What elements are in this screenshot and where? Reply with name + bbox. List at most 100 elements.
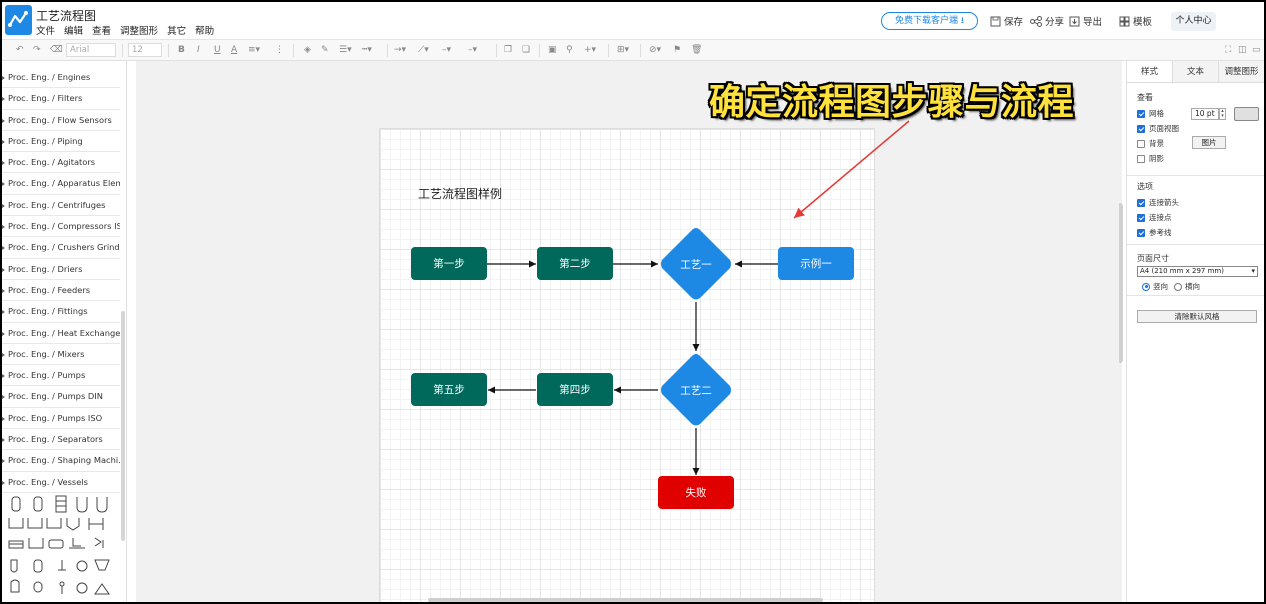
menu-file[interactable]: 文件	[36, 26, 56, 37]
grid-color-swatch[interactable]	[1234, 107, 1259, 121]
library-item[interactable]: Proc. Eng. / Piping	[2, 131, 120, 153]
menu-edit[interactable]: 编辑	[64, 26, 84, 37]
node-example1[interactable]: 示例一	[778, 247, 854, 280]
save-button[interactable]: 保存	[990, 14, 1023, 28]
download-client-button[interactable]: 免费下载客户端 ⭳	[881, 12, 978, 30]
fill-color-icon[interactable]: ◈	[304, 45, 311, 55]
menu-arrange[interactable]: 调整图形	[120, 26, 159, 37]
menu-other[interactable]: 其它	[167, 26, 187, 37]
underline-icon[interactable]: U	[214, 45, 221, 55]
user-center-button[interactable]: 个人中心	[1171, 12, 1216, 31]
library-item[interactable]: Proc. Eng. / Driers	[2, 259, 120, 280]
node-step1[interactable]: 第一步	[411, 247, 487, 280]
line-color-icon[interactable]: ✎	[321, 45, 329, 55]
panel-toggle-icon[interactable]: ◫	[1238, 45, 1247, 55]
page-view-checkbox[interactable]: 页面视图	[1137, 123, 1179, 134]
background-checkbox[interactable]: 背景	[1137, 138, 1164, 149]
font-color-icon[interactable]: A	[231, 45, 238, 55]
text-align-icon[interactable]: ≡▾	[248, 45, 261, 55]
node-step4[interactable]: 第四步	[537, 373, 613, 406]
vessel-shapes-icon[interactable]	[7, 494, 117, 604]
node-fail[interactable]: 失败	[658, 476, 734, 509]
library-item[interactable]: Proc. Eng. / Filters	[2, 88, 120, 110]
image-icon[interactable]: ▣	[548, 45, 557, 55]
node-step2[interactable]: 第二步	[537, 247, 613, 280]
to-front-icon[interactable]: ❐	[504, 45, 513, 55]
diagram-canvas[interactable]	[136, 61, 1122, 602]
to-back-icon[interactable]: ❏	[522, 45, 531, 55]
menu-help[interactable]: 帮助	[195, 26, 215, 37]
library-item[interactable]: Proc. Eng. / Crushers Grindi...	[2, 237, 120, 259]
background-image-button[interactable]: 图片	[1192, 136, 1226, 149]
font-size-select[interactable]: 12	[128, 43, 162, 57]
document-title[interactable]: 工艺流程图	[36, 9, 97, 23]
library-item[interactable]: Proc. Eng. / Fittings	[2, 301, 120, 323]
library-item[interactable]: Proc. Eng. / Pumps ISO	[2, 408, 120, 430]
library-item[interactable]: Proc. Eng. / Compressors ISO	[2, 216, 120, 238]
canvas-horizontal-scrollbar[interactable]	[428, 598, 823, 602]
shadow-checkbox[interactable]: 阴影	[1137, 153, 1164, 164]
export-button[interactable]: 导出	[1069, 14, 1102, 28]
landscape-radio[interactable]: 横向	[1174, 281, 1200, 292]
arrow-end-icon[interactable]: –▾	[468, 45, 478, 55]
redo-icon[interactable]: ↷	[33, 45, 41, 55]
library-item[interactable]: Proc. Eng. / Engines	[2, 67, 120, 89]
library-item[interactable]: Proc. Eng. / Vessels	[2, 472, 120, 493]
link-icon[interactable]: ⚲	[566, 45, 573, 55]
tab-arrange[interactable]: 调整图形	[1218, 61, 1264, 82]
diagram-page[interactable]	[379, 128, 875, 602]
library-item[interactable]: Proc. Eng. / Agitators	[2, 152, 120, 174]
template-button[interactable]: 模板	[1119, 14, 1152, 28]
clear-format-icon[interactable]: ⊘▾	[649, 45, 662, 55]
delete-icon[interactable]: 🗑	[691, 45, 703, 55]
library-item[interactable]: Proc. Eng. / Feeders	[2, 280, 120, 302]
grid-checkbox[interactable]: 网格	[1137, 108, 1164, 119]
node-process1[interactable]: 工艺一	[658, 226, 734, 302]
grid-size-spinner[interactable]: ▴▾	[1219, 108, 1226, 120]
library-item[interactable]: Proc. Eng. / Shaping Machi...	[2, 450, 120, 472]
share-icon	[1030, 15, 1042, 27]
guides-checkbox[interactable]: 参考线	[1137, 227, 1172, 238]
insert-icon[interactable]: +▾	[584, 45, 597, 55]
portrait-radio[interactable]: 竖向	[1142, 281, 1168, 292]
line-width-icon[interactable]: ☰▾	[339, 45, 352, 55]
library-item[interactable]: Proc. Eng. / Centrifuges	[2, 195, 120, 217]
undo-icon[interactable]: ↶	[16, 45, 24, 55]
italic-icon[interactable]: I	[197, 45, 200, 55]
library-item[interactable]: Proc. Eng. / Pumps	[2, 365, 120, 387]
checkbox-box	[1137, 154, 1145, 163]
pin-icon[interactable]: ⚑	[673, 45, 682, 55]
fullscreen-icon[interactable]: ⛶	[1225, 45, 1232, 55]
reset-style-button[interactable]: 清除默认风格	[1137, 310, 1257, 323]
library-item[interactable]: Proc. Eng. / Flow Sensors	[2, 110, 120, 131]
node-step5[interactable]: 第五步	[411, 373, 487, 406]
library-item[interactable]: Proc. Eng. / Separators	[2, 429, 120, 451]
tab-text[interactable]: 文本	[1172, 61, 1218, 82]
connector-style-icon[interactable]: ⟋▾	[418, 45, 429, 55]
page-size-select[interactable]: A4 (210 mm x 297 mm)▾	[1137, 266, 1258, 277]
connection-points-checkbox[interactable]: 连接点	[1137, 212, 1172, 223]
line-style-icon[interactable]: ┅▾	[362, 45, 372, 55]
format-painter-icon[interactable]: ⌫	[50, 45, 63, 55]
panel-scrollbar[interactable]	[1119, 204, 1123, 362]
share-button[interactable]: 分享	[1030, 14, 1064, 28]
sidebar-scrollbar[interactable]	[121, 311, 125, 541]
more-options-icon[interactable]: ⋮	[275, 45, 284, 55]
app-logo-icon	[5, 5, 32, 35]
library-item[interactable]: Proc. Eng. / Mixers	[2, 344, 120, 366]
node-process2[interactable]: 工艺二	[658, 352, 734, 428]
diagram-title[interactable]: 工艺流程图样例	[418, 187, 503, 201]
library-item[interactable]: Proc. Eng. / Apparatus Elem...	[2, 173, 120, 195]
table-icon[interactable]: ⊞▾	[617, 45, 630, 55]
tab-style[interactable]: 样式	[1127, 61, 1172, 82]
connect-arrows-checkbox[interactable]: 连接箭头	[1137, 197, 1179, 208]
library-item[interactable]: Proc. Eng. / Heat Exchangers	[2, 323, 120, 344]
bold-icon[interactable]: B	[178, 45, 185, 55]
library-item[interactable]: Proc. Eng. / Pumps DIN	[2, 386, 120, 408]
arrow-start-icon[interactable]: –▾	[442, 45, 452, 55]
grid-size-input[interactable]: 10 pt	[1191, 108, 1219, 120]
collapse-icon[interactable]: ▭	[1252, 45, 1261, 55]
menu-view[interactable]: 查看	[92, 26, 112, 37]
connector-arrow-icon[interactable]: →▾	[394, 45, 407, 55]
font-family-select[interactable]: Arial	[66, 43, 116, 57]
